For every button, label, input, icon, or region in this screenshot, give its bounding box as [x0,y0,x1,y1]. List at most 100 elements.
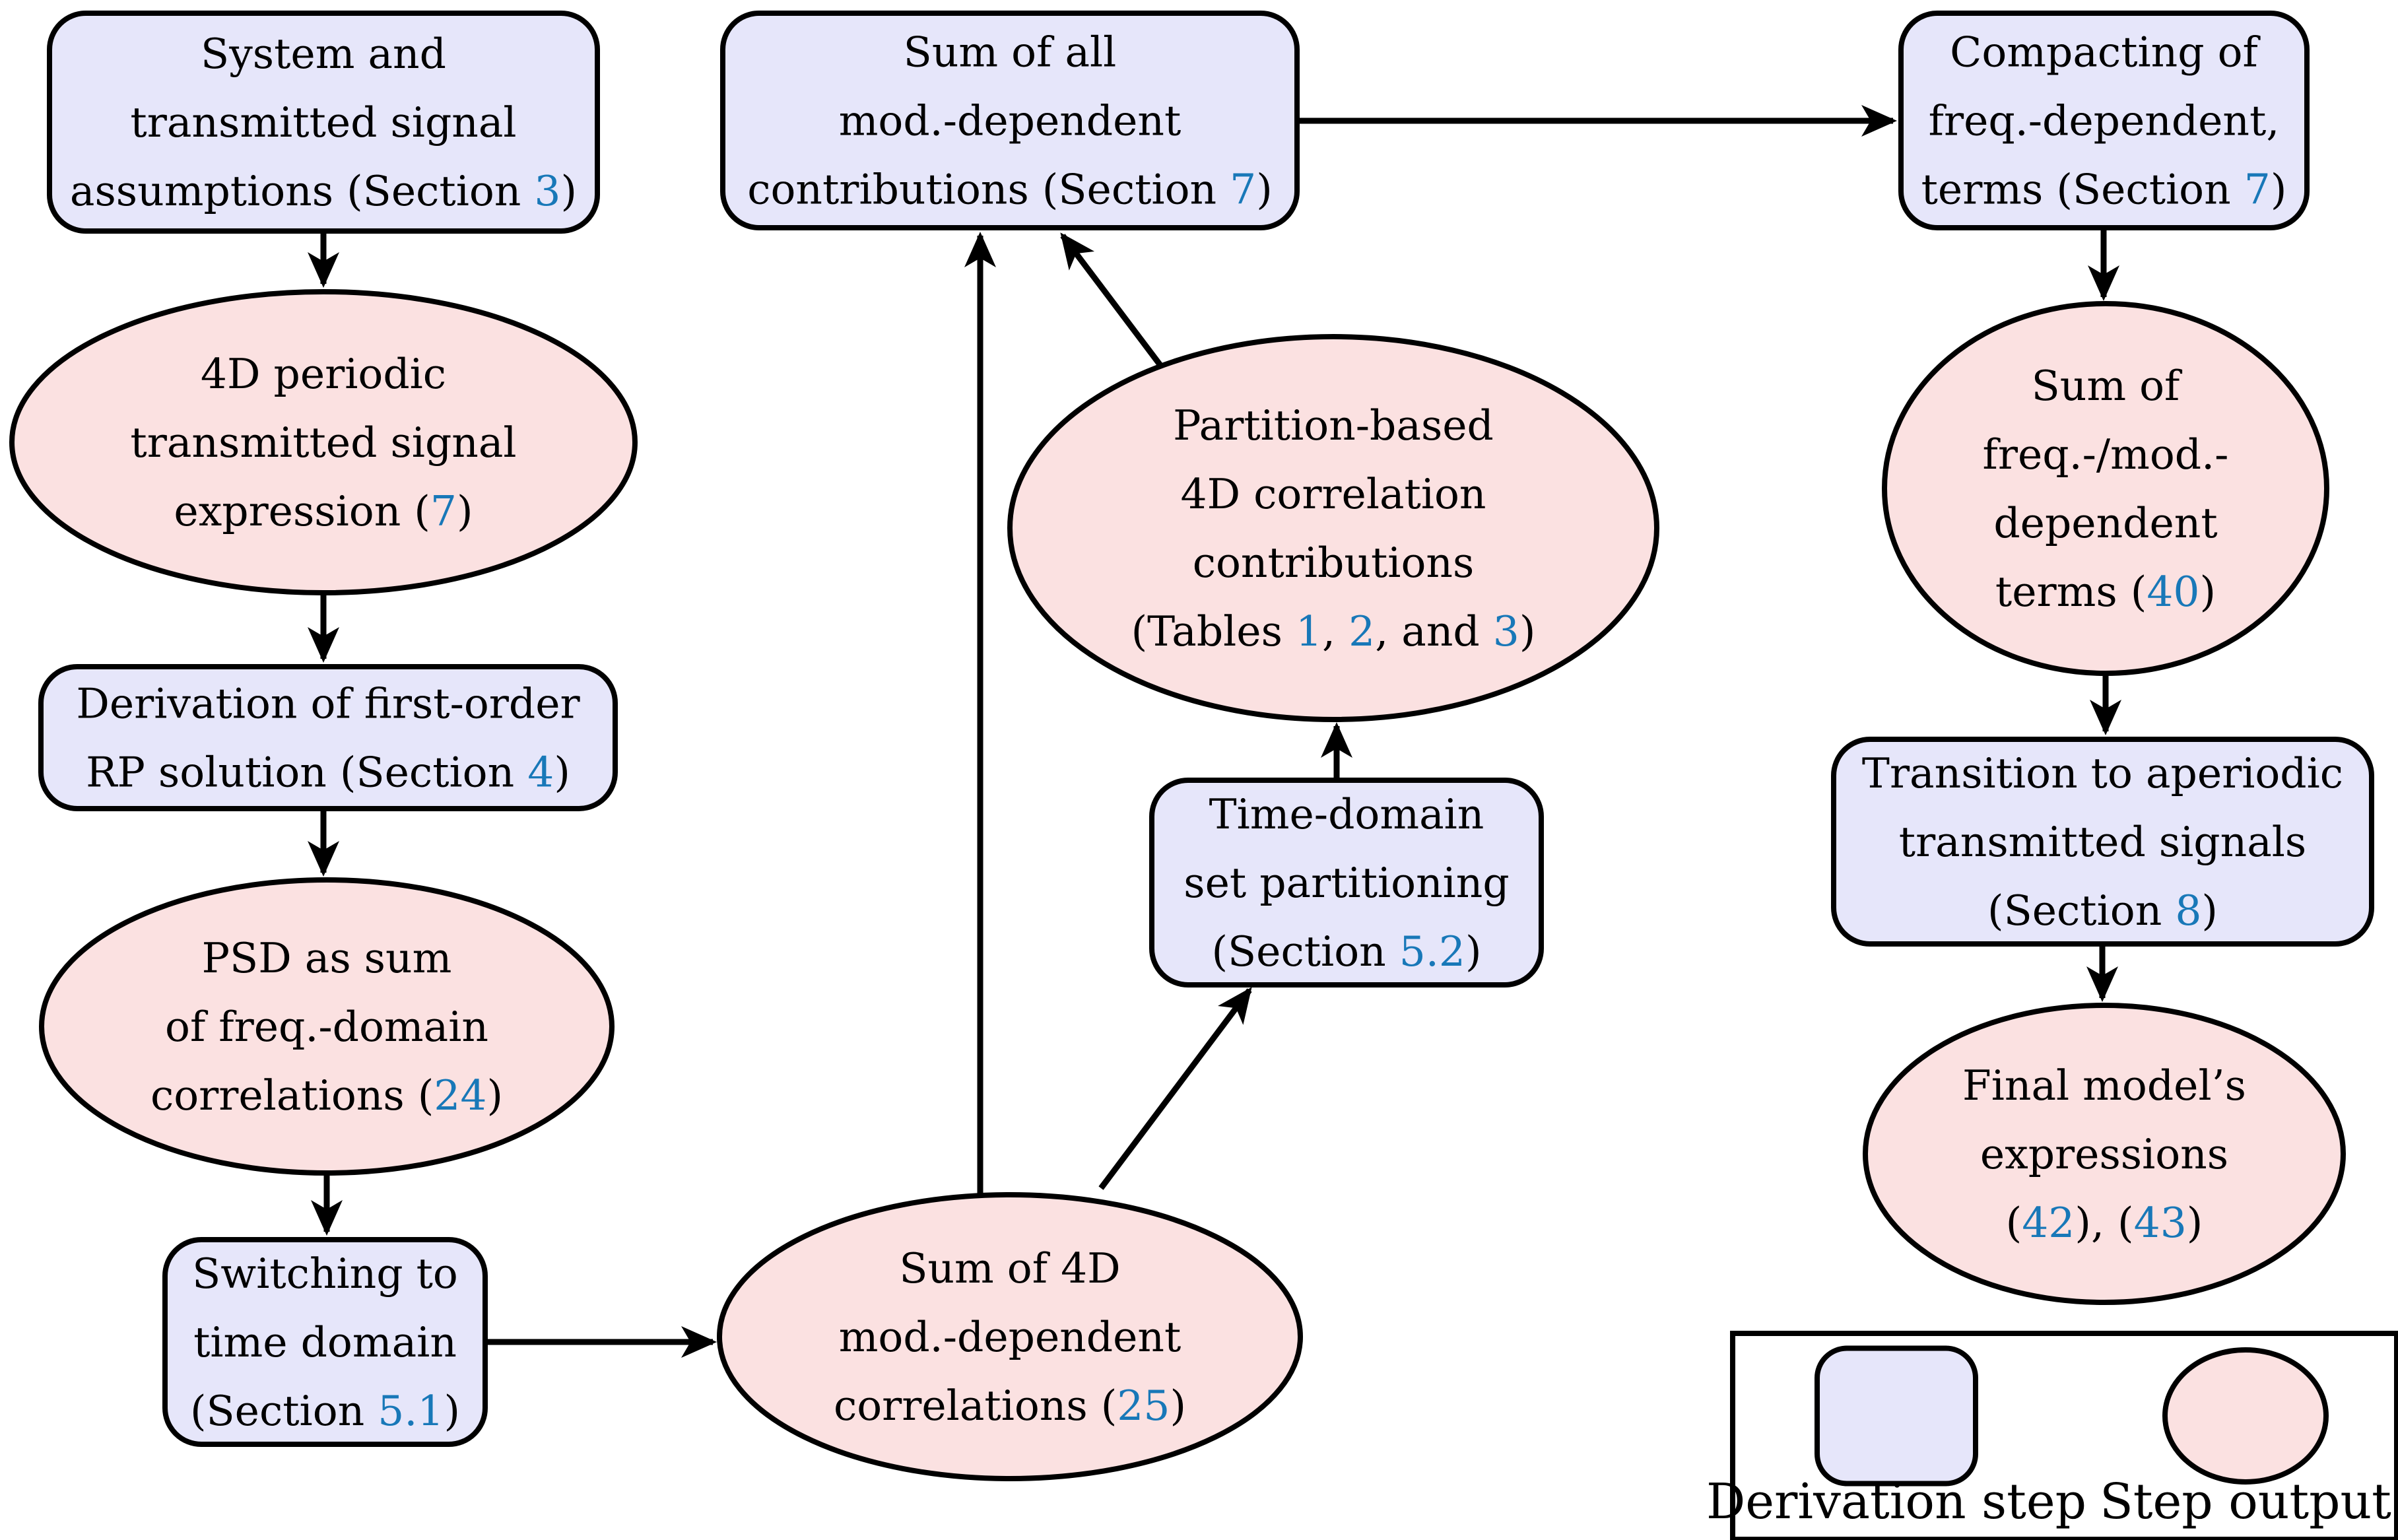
legend-label-output: Step output [2100,1473,2391,1530]
ref-link-42[interactable]: 42 [2022,1199,2075,1247]
label-text: ) [486,1071,503,1120]
node-label-line: System and [201,30,446,78]
node-system-assumptions: System and transmitted signal assumptions … [47,11,600,234]
label-text: ) [457,487,473,535]
output-ellipse-final-model [1863,1003,2346,1305]
node-label-line: expression (7) [174,487,473,535]
ref-link-3[interactable]: 3 [534,167,560,215]
node-label-line: transmitted signal [130,98,516,147]
node-compacting-terms: Compacting of freq.-dependent, terms (Sect… [1898,11,2310,230]
ref-link-2[interactable]: 2 [1349,607,1375,655]
label-text: ) [2187,1199,2203,1247]
ref-link-1[interactable]: 1 [1296,607,1322,655]
node-label-line: of freq.-domain [165,1003,488,1051]
ref-link-7[interactable]: 7 [430,487,457,535]
label-text: (Section [1211,927,1399,976]
node-label-line: Switching to [192,1250,458,1298]
output-ellipse-sum-4d-correlations [717,1192,1303,1481]
label-text: terms ( [1995,568,2147,616]
label-text: Sum of 4D [899,1244,1120,1292]
label-text: assumptions (Section [70,167,535,215]
label-text: freq.-/mod.- [1983,430,2229,479]
label-text: Sum of all [904,28,1117,77]
label-text: set partitioning [1183,859,1509,907]
label-text: ), ( [2075,1199,2133,1247]
ref-link-24[interactable]: 24 [434,1071,486,1120]
label-text: correlations ( [834,1382,1117,1430]
label-text: ) [2271,166,2287,214]
ref-link-25[interactable]: 25 [1117,1382,1170,1430]
node-periodic-signal-expression: 4D periodic transmitted signal expression … [9,289,638,595]
label-text: Time-domain [1209,790,1484,838]
node-label-line: PSD as sum [202,934,452,982]
node-label-line: transmitted signals [1899,818,2306,866]
node-label-line: Final model’s [1962,1061,2246,1110]
node-label-line: (Section 8) [1987,887,2218,935]
node-label-line: (Section 5.2) [1211,927,1481,976]
node-label-line: Derivation of first-order [76,680,580,728]
node-label-line: terms (40) [1995,568,2216,616]
node-label-line: contributions [1193,539,1475,587]
edge-partition-contributions-to-sum-contributions [1060,232,1166,372]
node-label-line: Sum of all [904,28,1117,77]
node-label-line: Compacting of [1950,28,2261,77]
label-text: (Section [190,1387,378,1435]
label-text: Switching to [192,1250,458,1298]
label-text: (Tables [1131,607,1296,655]
ref-link-4[interactable]: 4 [527,749,554,797]
output-ellipse-psd-sum [39,877,615,1176]
step-box-rp-derivation [38,664,618,811]
label-text: ) [2199,568,2216,616]
output-ellipse-periodic-signal-expression [9,289,638,595]
step-box-sum-contributions [720,11,1300,230]
node-label-line: Transition to aperiodic [1862,749,2343,797]
node-label-line: transmitted signal [130,418,516,467]
label-text: transmitted signal [130,418,516,467]
node-label-line: correlations (25) [834,1382,1186,1430]
ref-link-7[interactable]: 7 [1230,166,1256,214]
ref-link-40[interactable]: 40 [2147,568,2199,616]
ref-link-7[interactable]: 7 [2244,166,2271,214]
ref-link-3[interactable]: 3 [1493,607,1519,655]
node-label-line: contributions (Section 7) [747,166,1273,214]
node-freq-mod-terms: Sum of freq.-/mod.- dependent terms (40) [1882,301,2329,676]
ref-link-8[interactable]: 8 [2175,887,2201,935]
node-label-line: freq.-/mod.- [1983,430,2229,479]
label-text: transmitted signals [1899,818,2306,866]
label-text: (Section [1987,887,2175,935]
node-label-line: (Section 5.1) [190,1387,460,1435]
node-psd-sum: PSD as sum of freq.-domain correlations (2… [39,877,615,1176]
node-label-line: 4D periodic [201,350,446,398]
label-text: 4D periodic [201,350,446,398]
node-label-line: mod.-dependent [839,97,1182,145]
label-text: , [1322,607,1349,655]
label-text: ) [2201,887,2218,935]
node-label-line: terms (Section 7) [1921,166,2287,214]
node-label-line: correlations (24) [150,1071,503,1120]
ref-link-5-2[interactable]: 5.2 [1399,927,1465,976]
node-label-line: expressions [1980,1130,2228,1178]
label-text: expression ( [174,487,430,535]
label-text: Final model’s [1962,1061,2246,1110]
legend-label-step: Derivation step [1706,1473,2086,1530]
label-text: Partition-based [1173,401,1494,450]
label-text: ) [444,1387,460,1435]
label-text: terms (Section [1921,166,2244,214]
label-text: ) [1256,166,1273,214]
output-ellipse-partition-contributions [1007,334,1659,722]
ref-link-43[interactable]: 43 [2134,1199,2187,1247]
label-text: dependent [1993,499,2217,547]
label-text: ) [561,167,578,215]
node-label-line: Time-domain [1209,790,1484,838]
step-box-time-domain-switch [162,1237,488,1447]
ref-link-5-1[interactable]: 5.1 [378,1387,444,1435]
label-text: expressions [1980,1130,2228,1178]
step-box-compacting-terms [1898,11,2310,230]
node-label-line: Sum of [2032,362,2183,410]
label-text: Compacting of [1950,28,2261,77]
label-text: freq.-dependent, [1929,97,2280,145]
